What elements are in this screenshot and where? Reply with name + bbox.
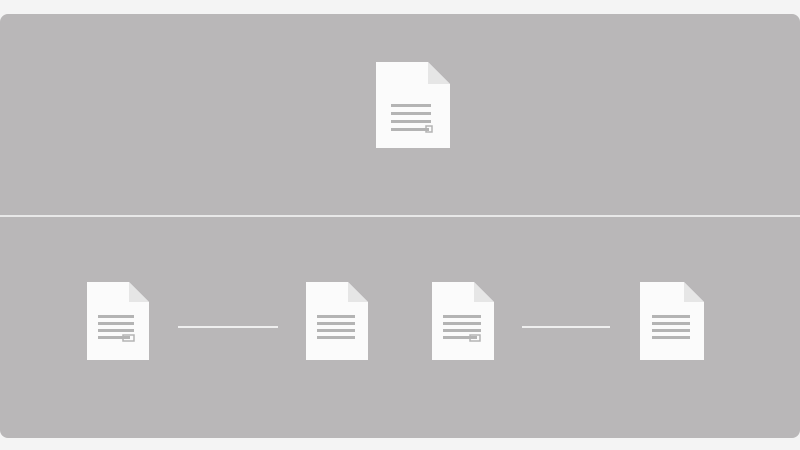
document-icon-2	[306, 282, 368, 360]
document-icon-1	[87, 282, 149, 360]
document-icon-3	[432, 282, 494, 360]
section-divider	[0, 215, 800, 217]
diagram-panel	[0, 14, 800, 438]
document-icon-4	[640, 282, 704, 360]
document-icon-top	[376, 62, 450, 148]
connector-line-1	[178, 326, 278, 328]
connector-line-2	[522, 326, 610, 328]
